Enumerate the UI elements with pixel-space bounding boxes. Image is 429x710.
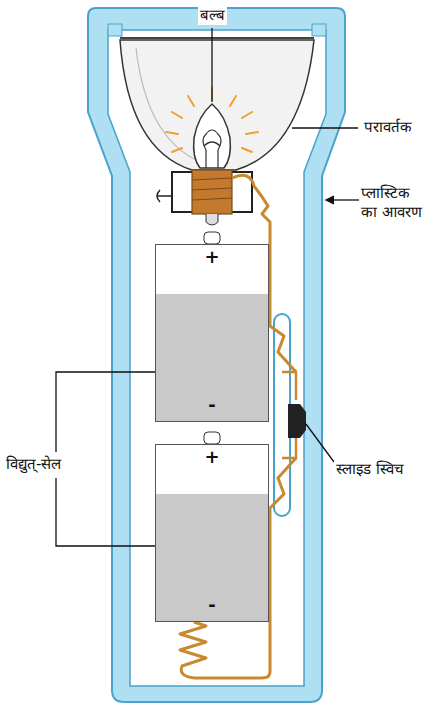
- positive-terminal-sign: +: [204, 247, 219, 267]
- negative-terminal-sign: -: [208, 595, 215, 615]
- holder-clip: [157, 190, 172, 202]
- part-label: बल्ब: [198, 6, 227, 25]
- bulb-filament: [203, 130, 221, 168]
- rim-lip: [312, 24, 326, 36]
- cell-terminal: [204, 232, 220, 244]
- negative-terminal-sign: -: [208, 395, 215, 415]
- positive-terminal-sign: +: [204, 447, 219, 467]
- slide-switch-knob: [288, 404, 306, 438]
- reflector-shade: [136, 48, 196, 160]
- electric-cell: +-: [155, 244, 269, 422]
- reflector: [120, 40, 314, 170]
- rim-lip: [108, 24, 122, 36]
- bulb-base: [192, 170, 232, 214]
- cell-terminal: [204, 432, 220, 444]
- part-label: परावर्तक: [362, 118, 414, 137]
- part-label: स्लाइड स्विच: [334, 460, 406, 479]
- part-label: विद्युत्-सेल: [4, 455, 63, 474]
- plastic-housing: [88, 8, 345, 702]
- front-glass: [120, 37, 314, 39]
- bulb-tip: [206, 214, 218, 225]
- base-thread: [192, 178, 232, 200]
- part-label: प्लास्टिक का आवरण: [359, 184, 425, 222]
- electric-cell: +-: [155, 444, 269, 622]
- bulb-glass: [194, 104, 231, 168]
